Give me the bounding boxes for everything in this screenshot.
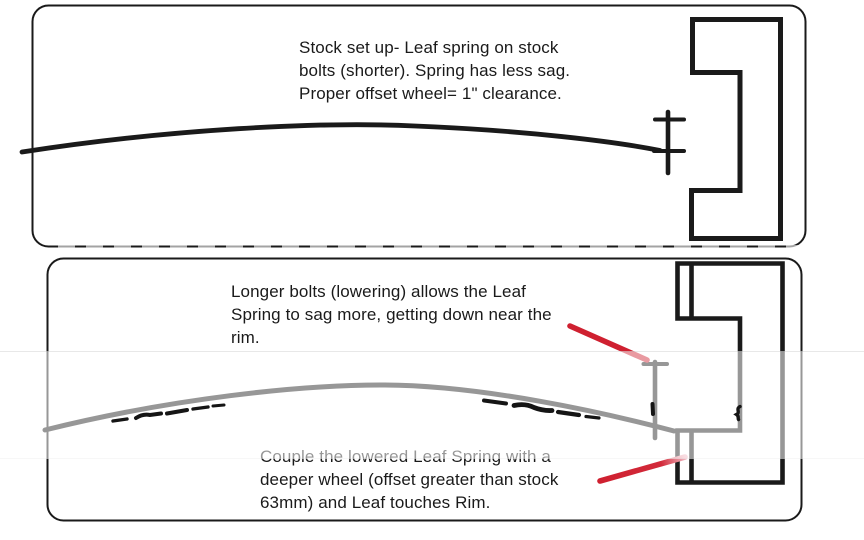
caption-stock-line: bolts (shorter). Spring has less sag. bbox=[299, 61, 571, 80]
caption-stock-line: Proper offset wheel= 1" clearance. bbox=[299, 84, 562, 103]
caption-deeper-wheel: Couple the lowered Leaf Spring with a de… bbox=[260, 445, 558, 514]
caption-lowered-bolts-line: rim. bbox=[231, 328, 260, 347]
caption-lowered-bolts-line: Longer bolts (lowering) allows the Leaf bbox=[231, 282, 526, 301]
red-annotation-line-bolt bbox=[567, 323, 650, 363]
caption-stock-line: Stock set up- Leaf spring on stock bbox=[299, 38, 559, 57]
caption-deeper-wheel-line: deeper wheel (offset greater than stock bbox=[260, 470, 559, 489]
wheel-rim-cross-section-stock bbox=[689, 17, 783, 241]
red-annotation-line-rim bbox=[597, 454, 688, 484]
wheel-rim-cross-section-deeper bbox=[675, 261, 785, 485]
leaf-spring-stock bbox=[19, 122, 663, 155]
caption-stock: Stock set up- Leaf spring on stock bolts… bbox=[299, 36, 570, 105]
caption-deeper-wheel-line: Couple the lowered Leaf Spring with a bbox=[260, 447, 551, 466]
caption-lowered-bolts: Longer bolts (lowering) allows the Leaf … bbox=[231, 280, 552, 349]
leaf-spring-lowered bbox=[42, 382, 677, 434]
caption-lowered-bolts-line: Spring to sag more, getting down near th… bbox=[231, 305, 552, 324]
caption-deeper-wheel-line: 63mm) and Leaf touches Rim. bbox=[260, 493, 491, 512]
bolt-symbol-stock bbox=[652, 109, 686, 176]
